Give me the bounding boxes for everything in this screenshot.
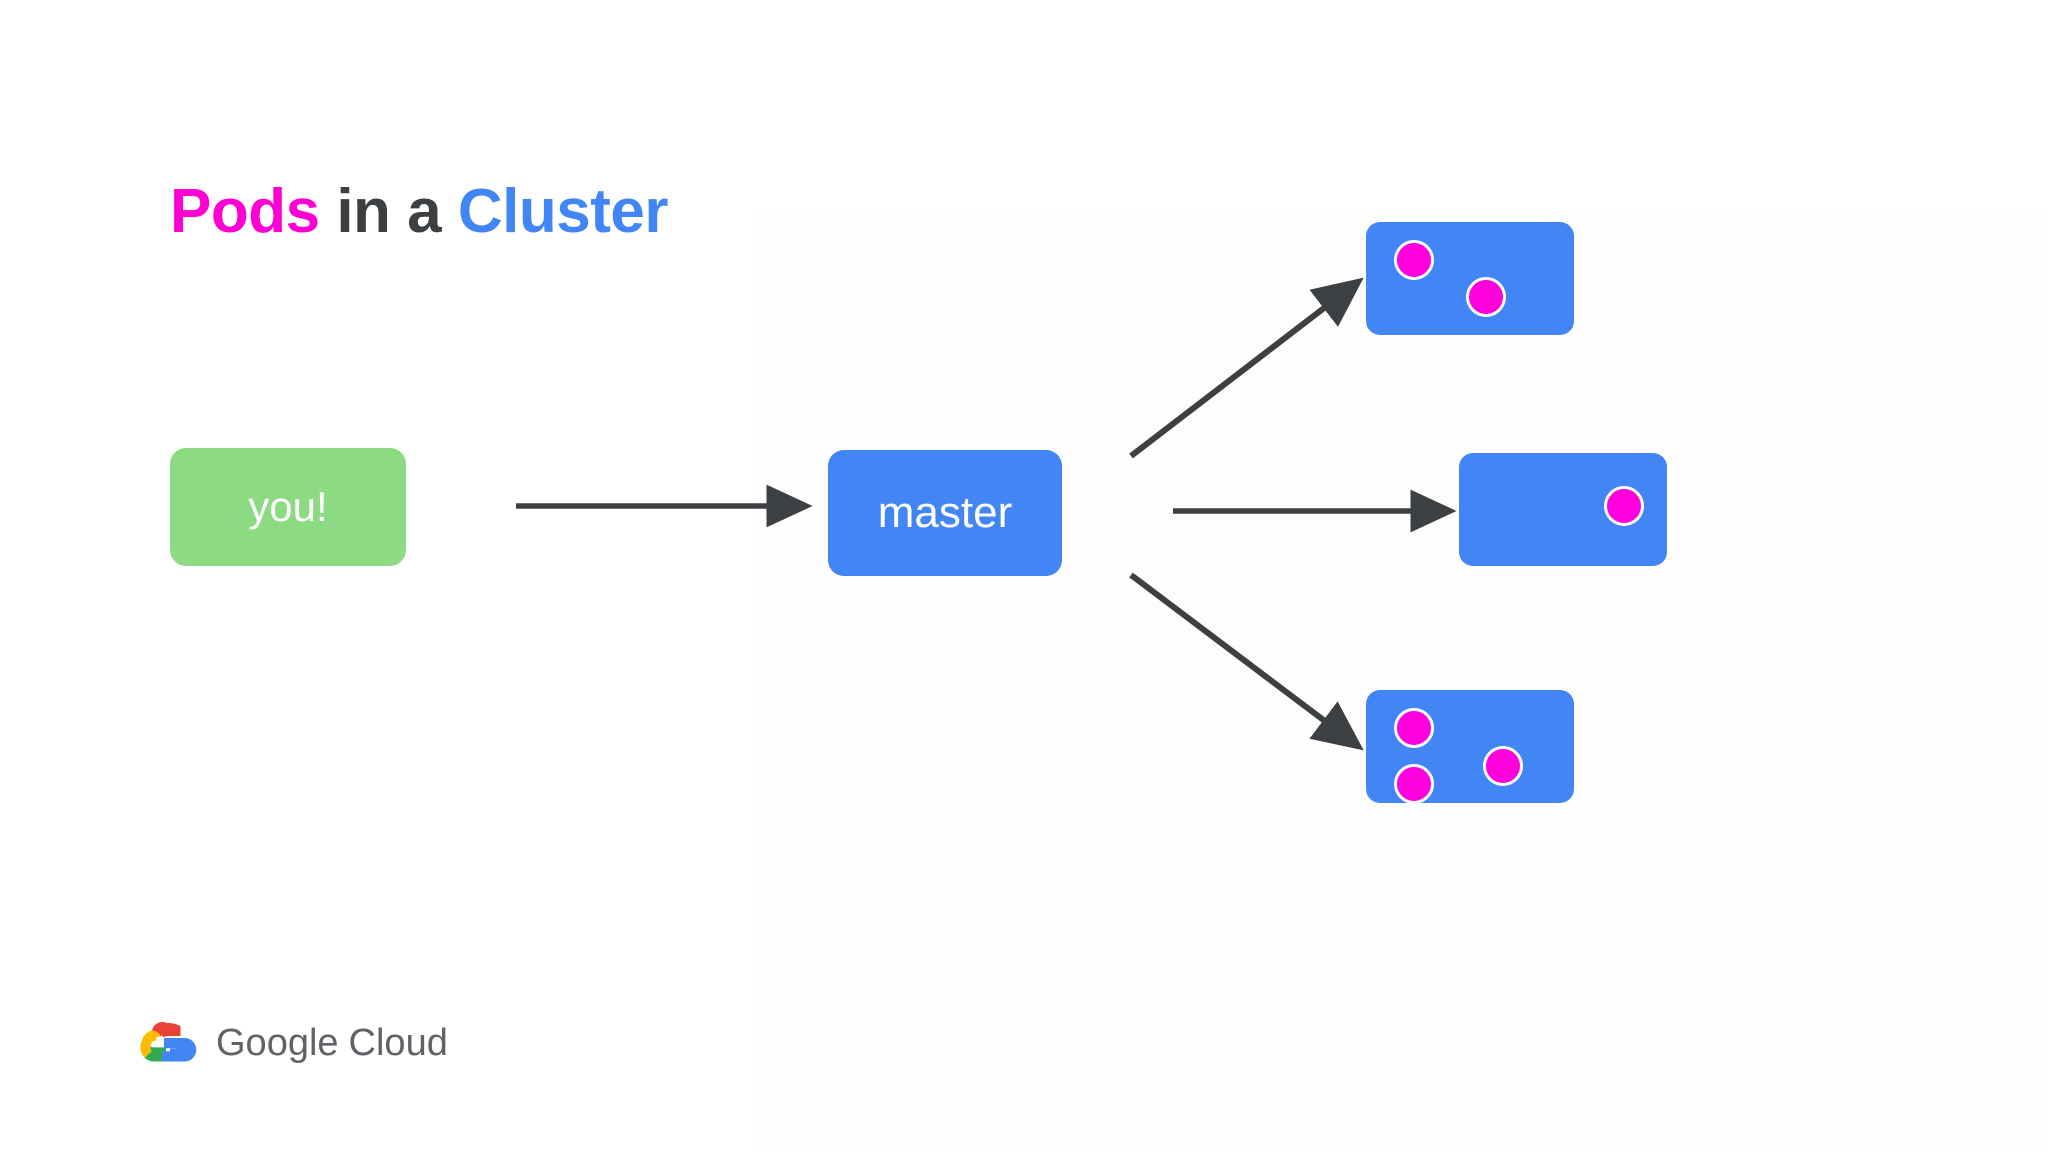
google-cloud-mark-icon <box>140 1021 197 1062</box>
pod-circle[interactable] <box>1394 764 1434 804</box>
pod-circle[interactable] <box>1466 277 1506 317</box>
title-word-pods: Pods <box>170 177 320 246</box>
wordmark-cloud: Cloud <box>348 1021 448 1064</box>
master-box[interactable]: master <box>828 450 1062 576</box>
master-box-label: master <box>877 488 1013 537</box>
pod-circle[interactable] <box>1394 240 1434 280</box>
title-word-cluster: Cluster <box>457 177 669 246</box>
arrow-master-to-node-top <box>1129 277 1364 459</box>
node-box-bottom[interactable] <box>1366 690 1574 804</box>
pod-circle[interactable] <box>1394 708 1434 748</box>
pod-circle[interactable] <box>1604 486 1644 526</box>
page-title: Pods in a Cluster <box>170 177 669 246</box>
node-box-middle[interactable] <box>1459 453 1667 566</box>
client-box-label: you! <box>248 483 328 530</box>
arrow-master-to-node-bottom <box>1129 572 1364 751</box>
pod-circle[interactable] <box>1483 746 1523 786</box>
node-box-top[interactable] <box>1366 222 1574 335</box>
title-word-in-a: in a <box>319 177 458 246</box>
background-panel <box>752 208 2048 1152</box>
wordmark-google: Google <box>216 1021 339 1064</box>
client-box-you[interactable]: you! <box>170 448 406 566</box>
